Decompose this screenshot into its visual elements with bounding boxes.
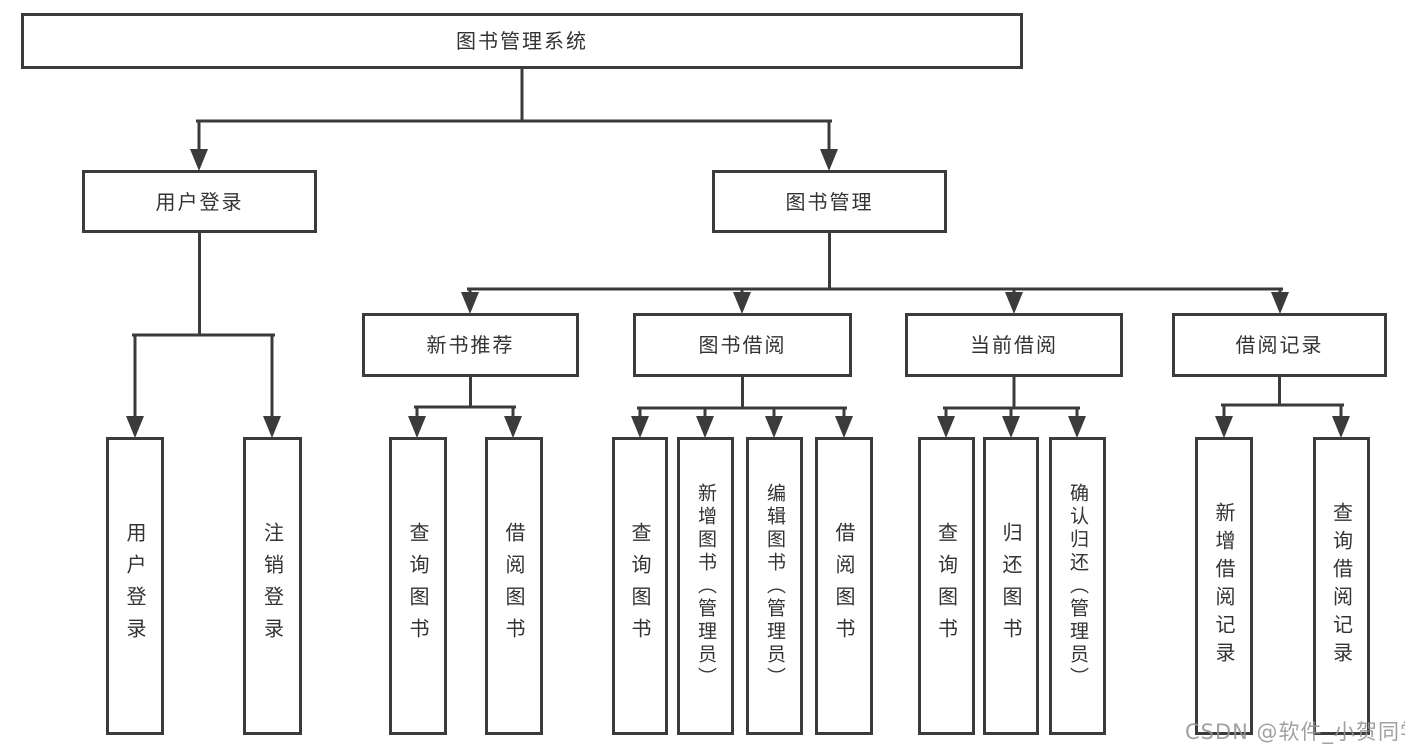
node-current-borrow: 当前借阅 xyxy=(905,313,1123,377)
leaf-return-books: 归还图书 xyxy=(983,437,1039,735)
leaf-edit-books-admin: 编辑图书（管理员） xyxy=(746,437,803,735)
leaf-add-books-admin: 新增图书（管理员） xyxy=(677,437,734,735)
node-book-borrow: 图书借阅 xyxy=(633,313,852,377)
leaf-logout: 注销登录 xyxy=(243,437,302,735)
leaf-user-login: 用户登录 xyxy=(106,437,164,735)
leaf-add-borrow-record: 新增借阅记录 xyxy=(1195,437,1253,735)
node-root-system: 图书管理系统 xyxy=(21,13,1023,69)
leaf-label: 注销登录 xyxy=(260,522,285,650)
node-borrow-records: 借阅记录 xyxy=(1172,313,1387,377)
leaf-query-borrow-record: 查询借阅记录 xyxy=(1313,437,1370,735)
leaf-label: 新增图书（管理员） xyxy=(695,482,717,690)
csdn-watermark: CSDN @软件_小贺同学 xyxy=(1185,720,1405,744)
node-book-management: 图书管理 xyxy=(712,170,947,233)
leaf-label: 新增借阅记录 xyxy=(1212,502,1236,670)
leaf-confirm-return-admin: 确认归还（管理员） xyxy=(1049,437,1106,735)
leaf-label: 编辑图书（管理员） xyxy=(764,482,786,690)
leaf-query-books-borrow: 查询图书 xyxy=(612,437,668,735)
leaf-label: 确认归还（管理员） xyxy=(1067,482,1089,690)
node-user-login: 用户登录 xyxy=(82,170,317,233)
leaf-borrow-books: 借阅图书 xyxy=(815,437,873,735)
leaf-label: 查询图书 xyxy=(628,522,652,650)
leaf-label: 查询图书 xyxy=(406,522,430,650)
leaf-label: 借阅图书 xyxy=(832,522,856,650)
leaf-label: 查询图书 xyxy=(934,522,959,650)
leaf-query-books-current: 查询图书 xyxy=(918,437,975,735)
node-new-book-recommend: 新书推荐 xyxy=(362,313,579,377)
leaf-label: 用户登录 xyxy=(123,522,147,650)
leaf-query-books-recommend: 查询图书 xyxy=(389,437,447,735)
leaf-label: 查询借阅记录 xyxy=(1329,502,1354,670)
leaf-label: 借阅图书 xyxy=(502,522,526,650)
leaf-borrow-books-recommend: 借阅图书 xyxy=(485,437,543,735)
leaf-label: 归还图书 xyxy=(999,522,1023,650)
